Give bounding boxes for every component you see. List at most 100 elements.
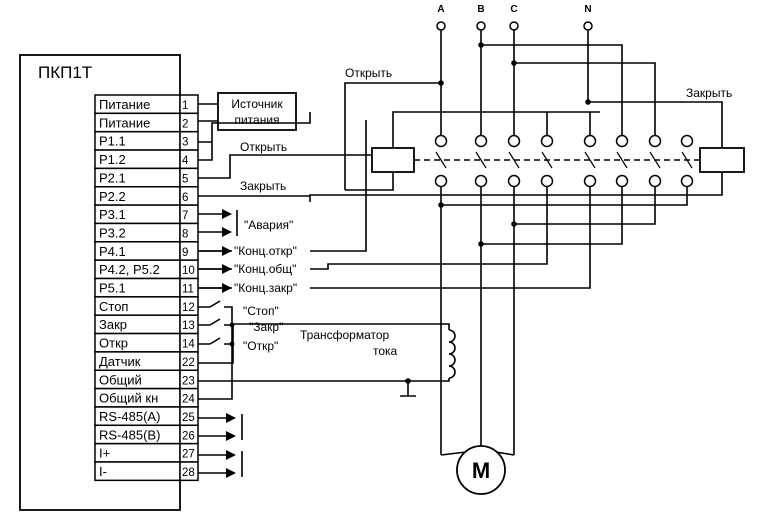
contact-bot-5: [583, 174, 597, 188]
terminal-label-cell: [94, 461, 181, 482]
terminal-number: 12: [182, 302, 195, 314]
limit-open-label: "Конц.откр": [234, 244, 297, 258]
button-switches: [209, 300, 221, 345]
terminal-label: Питание: [99, 115, 150, 130]
buttons: "Стоп" "Закр" "Откр": [198, 300, 283, 400]
contact-bot-3: [507, 174, 521, 188]
control-wiring: Открыть Закрыть: [198, 112, 591, 289]
node-btn-open: [229, 341, 235, 347]
motor-label: M: [472, 458, 490, 483]
p1-jumper: [198, 141, 213, 161]
phase-a-label: A: [437, 4, 444, 15]
limit-wires: [310, 120, 591, 289]
terminal-label: I-: [99, 464, 107, 479]
terminal-row: P1.2 4: [94, 149, 199, 170]
terminal-number: 11: [182, 284, 194, 296]
terminal-label: Стоп: [99, 299, 128, 314]
contact-top-6: [615, 134, 629, 148]
terminal-number: 28: [182, 467, 195, 479]
node-btn-close: [229, 322, 235, 328]
terminal-row: Общий 23: [94, 369, 199, 390]
phase-a-terminal: [436, 21, 446, 31]
terminal-number-cell: [179, 461, 199, 482]
signal-arrowheads: [222, 209, 232, 293]
phase-lines: A B C N: [436, 4, 656, 137]
terminal-label: Питание: [99, 97, 150, 112]
contact-bot-8: [680, 174, 694, 188]
button-returns: [224, 324, 232, 345]
phase-n-label: N: [584, 4, 591, 15]
terminal-label: P3.2: [99, 225, 126, 240]
contact-bot-4: [540, 174, 554, 188]
open-wire: [198, 154, 372, 179]
terminal-row: RS-485(A)25: [94, 406, 199, 427]
terminal-number: 6: [182, 192, 188, 204]
coil-wiring: Открыть Закрыть: [309, 66, 745, 202]
power-source-box: [217, 92, 297, 131]
phase-n-terminal: [583, 21, 593, 31]
terminal-label: Датчик: [99, 354, 141, 369]
terminal-label: Общий кн: [99, 391, 158, 406]
terminal-number: 14: [182, 339, 195, 351]
open-button-label: "Откр": [243, 339, 278, 353]
power-source-line1: Источник: [231, 97, 283, 111]
phase-c-terminal: [509, 21, 519, 31]
node-c: [511, 60, 517, 66]
terminal-number: 9: [182, 247, 188, 259]
terminal-label: P5.1: [99, 281, 126, 296]
phase-c-cross: [514, 62, 656, 137]
contact-bot-1: [434, 174, 448, 188]
terminal-label: P4.1: [99, 244, 126, 259]
contact-top-2: [474, 134, 488, 148]
interface-arrowheads: [226, 413, 236, 478]
terminal-number: 24: [182, 394, 195, 406]
terminal-number: 25: [182, 412, 195, 424]
alarm-label: "Авария": [244, 218, 293, 232]
transformer-label-1: Трансформатор: [300, 328, 390, 342]
close-top-label: Закрыть: [686, 86, 732, 100]
interface-outputs: [198, 413, 243, 478]
bus-b: [481, 187, 623, 245]
terminal-row: Питание 2: [94, 112, 199, 133]
bus-a: [441, 187, 688, 206]
transformer-wire-common: [198, 378, 450, 382]
terminal-number: 13: [182, 320, 195, 332]
terminal-number: 10: [182, 265, 195, 277]
limit-common-label: "Конц.общ": [234, 262, 296, 276]
phase-b-cross: [481, 44, 623, 137]
motor-leads: [440, 451, 515, 456]
contact-top-5: [583, 134, 597, 148]
terminal-number: 2: [182, 118, 188, 130]
button-stubs: [198, 306, 210, 345]
phase-b-label: B: [477, 4, 484, 15]
terminal-row: Закр 13: [94, 314, 199, 335]
terminal-label: P3.1: [99, 207, 126, 222]
node-a: [438, 80, 444, 86]
power-source-line2: питания: [234, 113, 279, 127]
phase-b-terminal: [476, 21, 486, 31]
transformer-label-2: тока: [373, 344, 398, 358]
terminal-label: P1.2: [99, 152, 126, 167]
close-wire-label: Закрыть: [240, 179, 286, 193]
open-top-label: Открыть: [345, 66, 392, 80]
motor-phase-wires: [440, 187, 515, 455]
phase-wires: [440, 30, 515, 137]
terminal-row: I+27: [94, 442, 199, 463]
terminal-number: 26: [182, 430, 195, 442]
terminal-number: 4: [182, 155, 189, 167]
terminal-number: 23: [182, 375, 195, 387]
terminal-label: Общий: [99, 372, 142, 387]
node-bus-a: [438, 202, 444, 208]
close-coil-supply: [588, 101, 723, 148]
contact-top-1: [434, 134, 448, 148]
contact-top-3: [507, 134, 521, 148]
terminal-number: 3: [182, 137, 188, 149]
terminal-label: Закр: [99, 317, 127, 332]
